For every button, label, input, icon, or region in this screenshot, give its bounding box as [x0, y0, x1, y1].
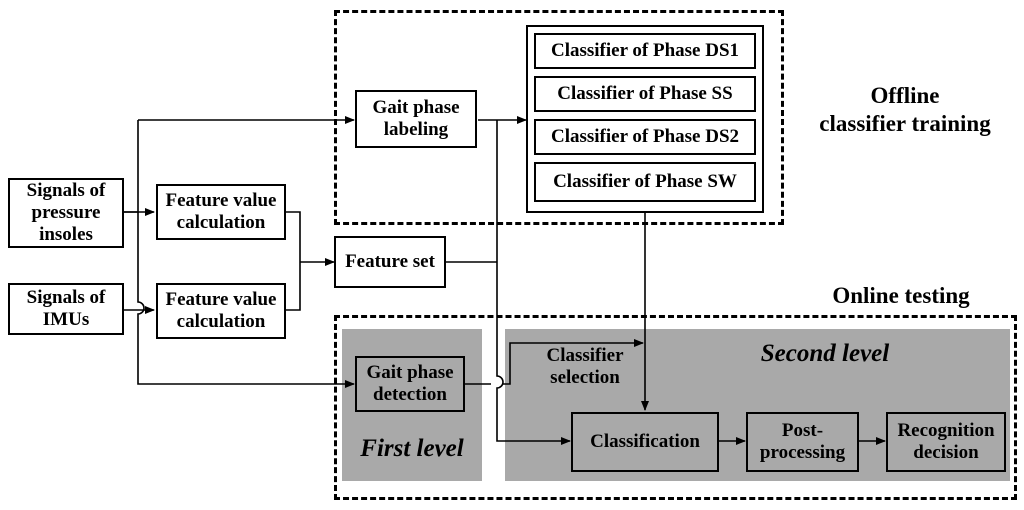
gait-phase-detection-label: Gait phase detection [366, 362, 454, 405]
online-testing-title: Online testing [832, 283, 970, 308]
feature-set-label: Feature set [345, 251, 435, 272]
online-testing-group [334, 315, 1017, 500]
classifier-ss-label: Classifier of Phase SS [557, 83, 733, 104]
classification-box: Classification [571, 412, 719, 472]
first-level-label: First level [360, 435, 464, 462]
feature-calc-bottom-box: Feature value calculation [156, 283, 286, 339]
post-processing-box: Post- processing [746, 412, 859, 472]
recognition-decision-label: Recognition decision [897, 420, 995, 463]
classifier-ds2-box: Classifier of Phase DS2 [534, 119, 756, 155]
classifier-sw-box: Classifier of Phase SW [534, 162, 756, 202]
classifier-ss-box: Classifier of Phase SS [534, 76, 756, 112]
pressure-insoles-label: Signals of pressure insoles [26, 180, 106, 245]
recognition-decision-box: Recognition decision [886, 412, 1006, 472]
offline-training-title: Offline classifier training [819, 83, 991, 136]
gait-phase-labeling-label: Gait phase labeling [372, 97, 460, 140]
second-level-label: Second level [760, 340, 890, 367]
classifier-ds1-label: Classifier of Phase DS1 [550, 40, 740, 61]
post-processing-label: Post- processing [759, 420, 846, 463]
feature-calc-top-box: Feature value calculation [156, 184, 286, 240]
detection-to-selection-arrow [465, 343, 643, 385]
feature-merge-line [286, 211, 334, 311]
signal-bus-lower [137, 212, 355, 388]
feature-calc-bottom-label: Feature value calculation [165, 289, 277, 332]
classifier-ds2-label: Classifier of Phase DS2 [550, 126, 740, 147]
offline-training-group [334, 10, 784, 225]
feature-calc-top-label: Feature value calculation [165, 190, 277, 233]
gait-phase-labeling-box: Gait phase labeling [355, 90, 477, 148]
imu-signals-label: Signals of IMUs [26, 287, 106, 330]
classifier-ds1-box: Classifier of Phase DS1 [534, 33, 756, 69]
classifier-selection-label: Classifier selection [546, 345, 624, 388]
pressure-insoles-signals-box: Signals of pressure insoles [8, 178, 124, 248]
classifier-sw-label: Classifier of Phase SW [553, 171, 737, 192]
classification-label: Classification [590, 431, 700, 452]
trunk-line [496, 120, 571, 445]
imu-signals-box: Signals of IMUs [8, 283, 124, 335]
gait-phase-detection-box: Gait phase detection [355, 356, 465, 412]
feature-set-box: Feature set [334, 236, 446, 288]
